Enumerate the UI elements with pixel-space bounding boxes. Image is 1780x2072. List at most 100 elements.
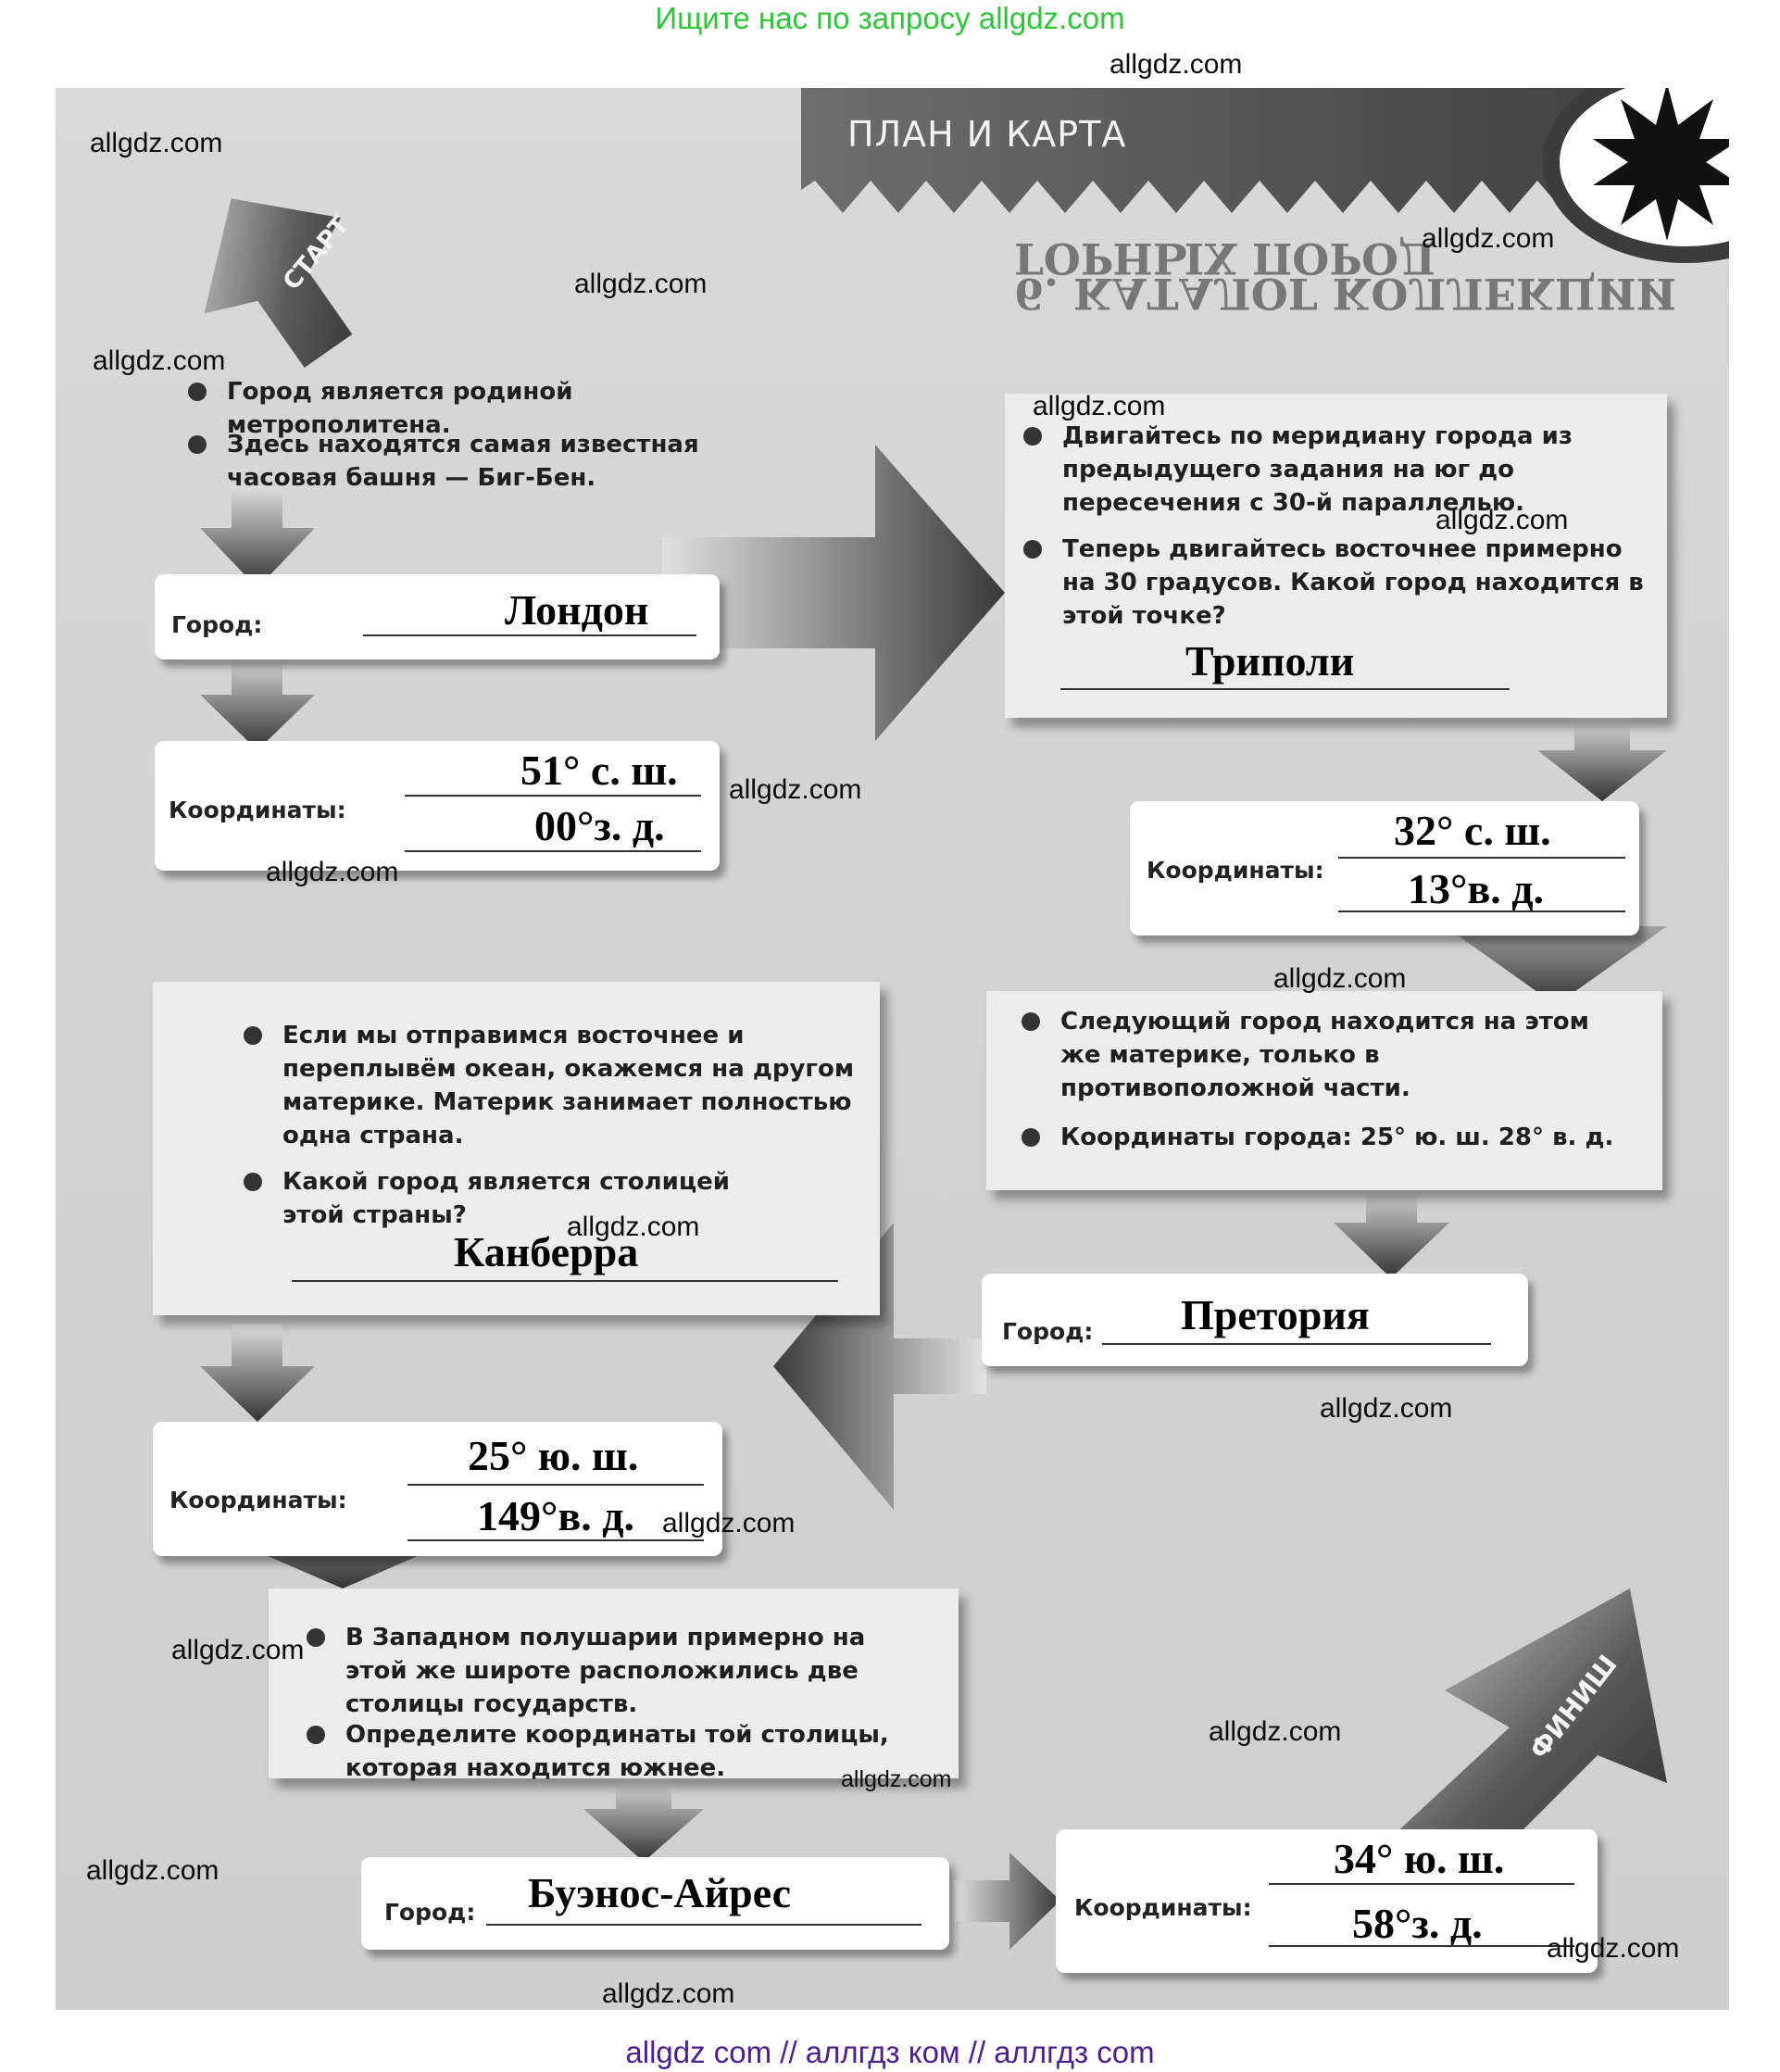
city-label: Город: [1002, 1318, 1094, 1345]
watermark: allgdz.com [1422, 223, 1555, 254]
watermark: allgdz.com [1547, 1933, 1680, 1964]
arrow-down-1 [200, 486, 315, 588]
watermark: allgdz.com [86, 1855, 219, 1886]
bullet-text: Здесь находятся самая известная часовая … [227, 431, 699, 492]
city-answer[interactable]: Лондон [505, 586, 649, 634]
answer-line [1338, 857, 1625, 859]
step4-coords-card: Координаты: 25° ю. ш. 149°в. д. [153, 1422, 722, 1556]
answer-line [405, 850, 701, 852]
bullet-text: Координаты города: 25° ю. ш. 28° в. д. [1060, 1124, 1614, 1151]
bullet-dot [1022, 1128, 1040, 1147]
step1-coords-card: Координаты: 51° с. ш. 00°з. д. [155, 741, 720, 871]
arrow-down-2 [200, 653, 315, 750]
star-icon [1593, 88, 1729, 241]
longitude-answer[interactable]: 58°з. д. [1352, 1900, 1483, 1947]
step5-city-card: Город: Буэнос-Айрес [361, 1857, 949, 1950]
answer-line [407, 1484, 704, 1486]
watermark: allgdz.com [171, 1635, 305, 1665]
bullet-dot [307, 1628, 325, 1647]
coords-label: Координаты: [1147, 857, 1324, 884]
longitude-answer[interactable]: 149°в. д. [477, 1492, 635, 1539]
watermark: allgdz.com [1033, 391, 1166, 421]
watermark: allgdz.com [602, 1978, 735, 2009]
bullet-text: Город является родиной метрополитена. [227, 378, 573, 439]
answer-line [407, 1539, 704, 1541]
section-title: ПЛАН И КАРТА [847, 114, 1127, 155]
step1-city-card: Город: Лондон [155, 574, 720, 659]
bullet-text: Следующий город находится на этом же мат… [1060, 1008, 1589, 1102]
city-label: Город: [171, 611, 263, 638]
watermark: allgdz.com [266, 857, 399, 887]
arrow-down-5 [200, 1325, 315, 1422]
city-label: Город: [384, 1899, 476, 1926]
bullet-text: Двигайтесь по меридиану города из предыд… [1062, 422, 1573, 517]
step4-panel: Если мы отправимся восточнее и переплывё… [153, 982, 880, 1315]
bullet-text: Какой город является столицей этой стран… [282, 1168, 731, 1229]
arrow-left-big [773, 1223, 986, 1510]
longitude-answer[interactable]: 00°з. д. [534, 802, 665, 849]
arrow-down-4 [1334, 1186, 1449, 1278]
answer-line [292, 1280, 838, 1282]
start-arrow [204, 198, 353, 368]
bullet-dot [244, 1173, 262, 1191]
step4-bullet-1: Если мы отправимся восточнее и переплывё… [244, 1019, 866, 1152]
watermark: allgdz.com [567, 1212, 700, 1242]
bullet-dot [244, 1026, 262, 1045]
watermark: allgdz.com [93, 345, 226, 376]
step2-panel: Двигайтесь по меридиану города из предыд… [1005, 394, 1667, 718]
watermark: allgdz.com [90, 128, 223, 158]
watermark: allgdz.com [662, 1508, 796, 1538]
bullet-text: Если мы отправимся восточнее и переплывё… [282, 1022, 855, 1149]
watermark: allgdz.com [1435, 505, 1569, 535]
bullet-text: Теперь двигайтесь восточнее примерно на … [1062, 535, 1644, 630]
bullet-dot [1023, 540, 1042, 559]
watermark: allgdz.com [729, 774, 862, 805]
arrow-right-small [954, 1852, 1060, 1950]
watermark: allgdz.com [574, 269, 708, 299]
step3-panel: Следующий город находится на этом же мат… [986, 991, 1662, 1190]
arrow-down-3 [1537, 718, 1667, 801]
watermark: allgdz.com [1273, 963, 1407, 994]
answer-line [1269, 1883, 1574, 1885]
city-answer[interactable]: Канберра [454, 1228, 639, 1275]
step2-bullet-1: Двигайтесь по меридиану города из предыд… [1023, 420, 1655, 520]
step5-bullet-2: Определите координаты той столицы, котор… [307, 1718, 920, 1785]
step5-coords-card: Координаты: 34° ю. ш. 58°з. д. [1056, 1829, 1598, 1973]
scanned-page: 6. КАТАЛОГ КОЛЛЕКЦИИ ГОРНЫХ ПОРОД [56, 88, 1729, 2010]
bullet-dot [1023, 427, 1042, 446]
city-answer[interactable]: Буэнос-Айрес [528, 1869, 792, 1916]
watermark: allgdz.com [841, 1766, 952, 1792]
step1-bullet-2: Здесь находятся самая известная часовая … [188, 428, 727, 495]
step5-panel: В Западном полушарии примерно на этой же… [269, 1589, 959, 1782]
answer-line [1338, 910, 1625, 912]
city-answer[interactable]: Претория [1181, 1291, 1370, 1338]
bullet-dot [307, 1726, 325, 1744]
bullet-text: В Западном полушарии примерно на этой же… [345, 1624, 866, 1718]
city-answer[interactable]: Триполи [1185, 637, 1355, 684]
watermark: allgdz.com [1320, 1393, 1453, 1424]
bullet-dot [188, 383, 207, 401]
bullet-text: Определите координаты той столицы, котор… [345, 1721, 889, 1782]
answer-line [1060, 688, 1510, 690]
arrow-right-big [662, 445, 1005, 741]
watermark: allgdz.com [1209, 1716, 1342, 1747]
latitude-answer[interactable]: 32° с. ш. [1394, 807, 1551, 854]
arrow-down-6 [583, 1778, 704, 1862]
step2-coords-card: Координаты: 32° с. ш. 13°в. д. [1130, 801, 1639, 936]
bullet-dot [188, 435, 207, 454]
longitude-answer[interactable]: 13°в. д. [1408, 865, 1545, 912]
latitude-answer[interactable]: 25° ю. ш. [468, 1432, 639, 1479]
latitude-answer[interactable]: 34° ю. ш. [1334, 1835, 1505, 1882]
coords-label: Координаты: [1074, 1894, 1252, 1921]
latitude-answer[interactable]: 51° с. ш. [520, 747, 678, 794]
step3-bullet-1: Следующий город находится на этом же мат… [1022, 1005, 1635, 1105]
answer-line [405, 795, 701, 797]
bottom-banner: allgdz com // аллгдз ком // аллгдз com [625, 2035, 1155, 2069]
step4-bullet-2: Какой город является столицей этой стран… [244, 1165, 764, 1232]
step1-bullet-1: Город является родиной метрополитена. [188, 375, 746, 442]
answer-line [1102, 1343, 1491, 1345]
step3-city-card: Город: Претория [982, 1274, 1528, 1366]
watermark: allgdz.com [1109, 49, 1243, 80]
bullet-dot [1022, 1012, 1040, 1031]
answer-line [1269, 1945, 1574, 1947]
